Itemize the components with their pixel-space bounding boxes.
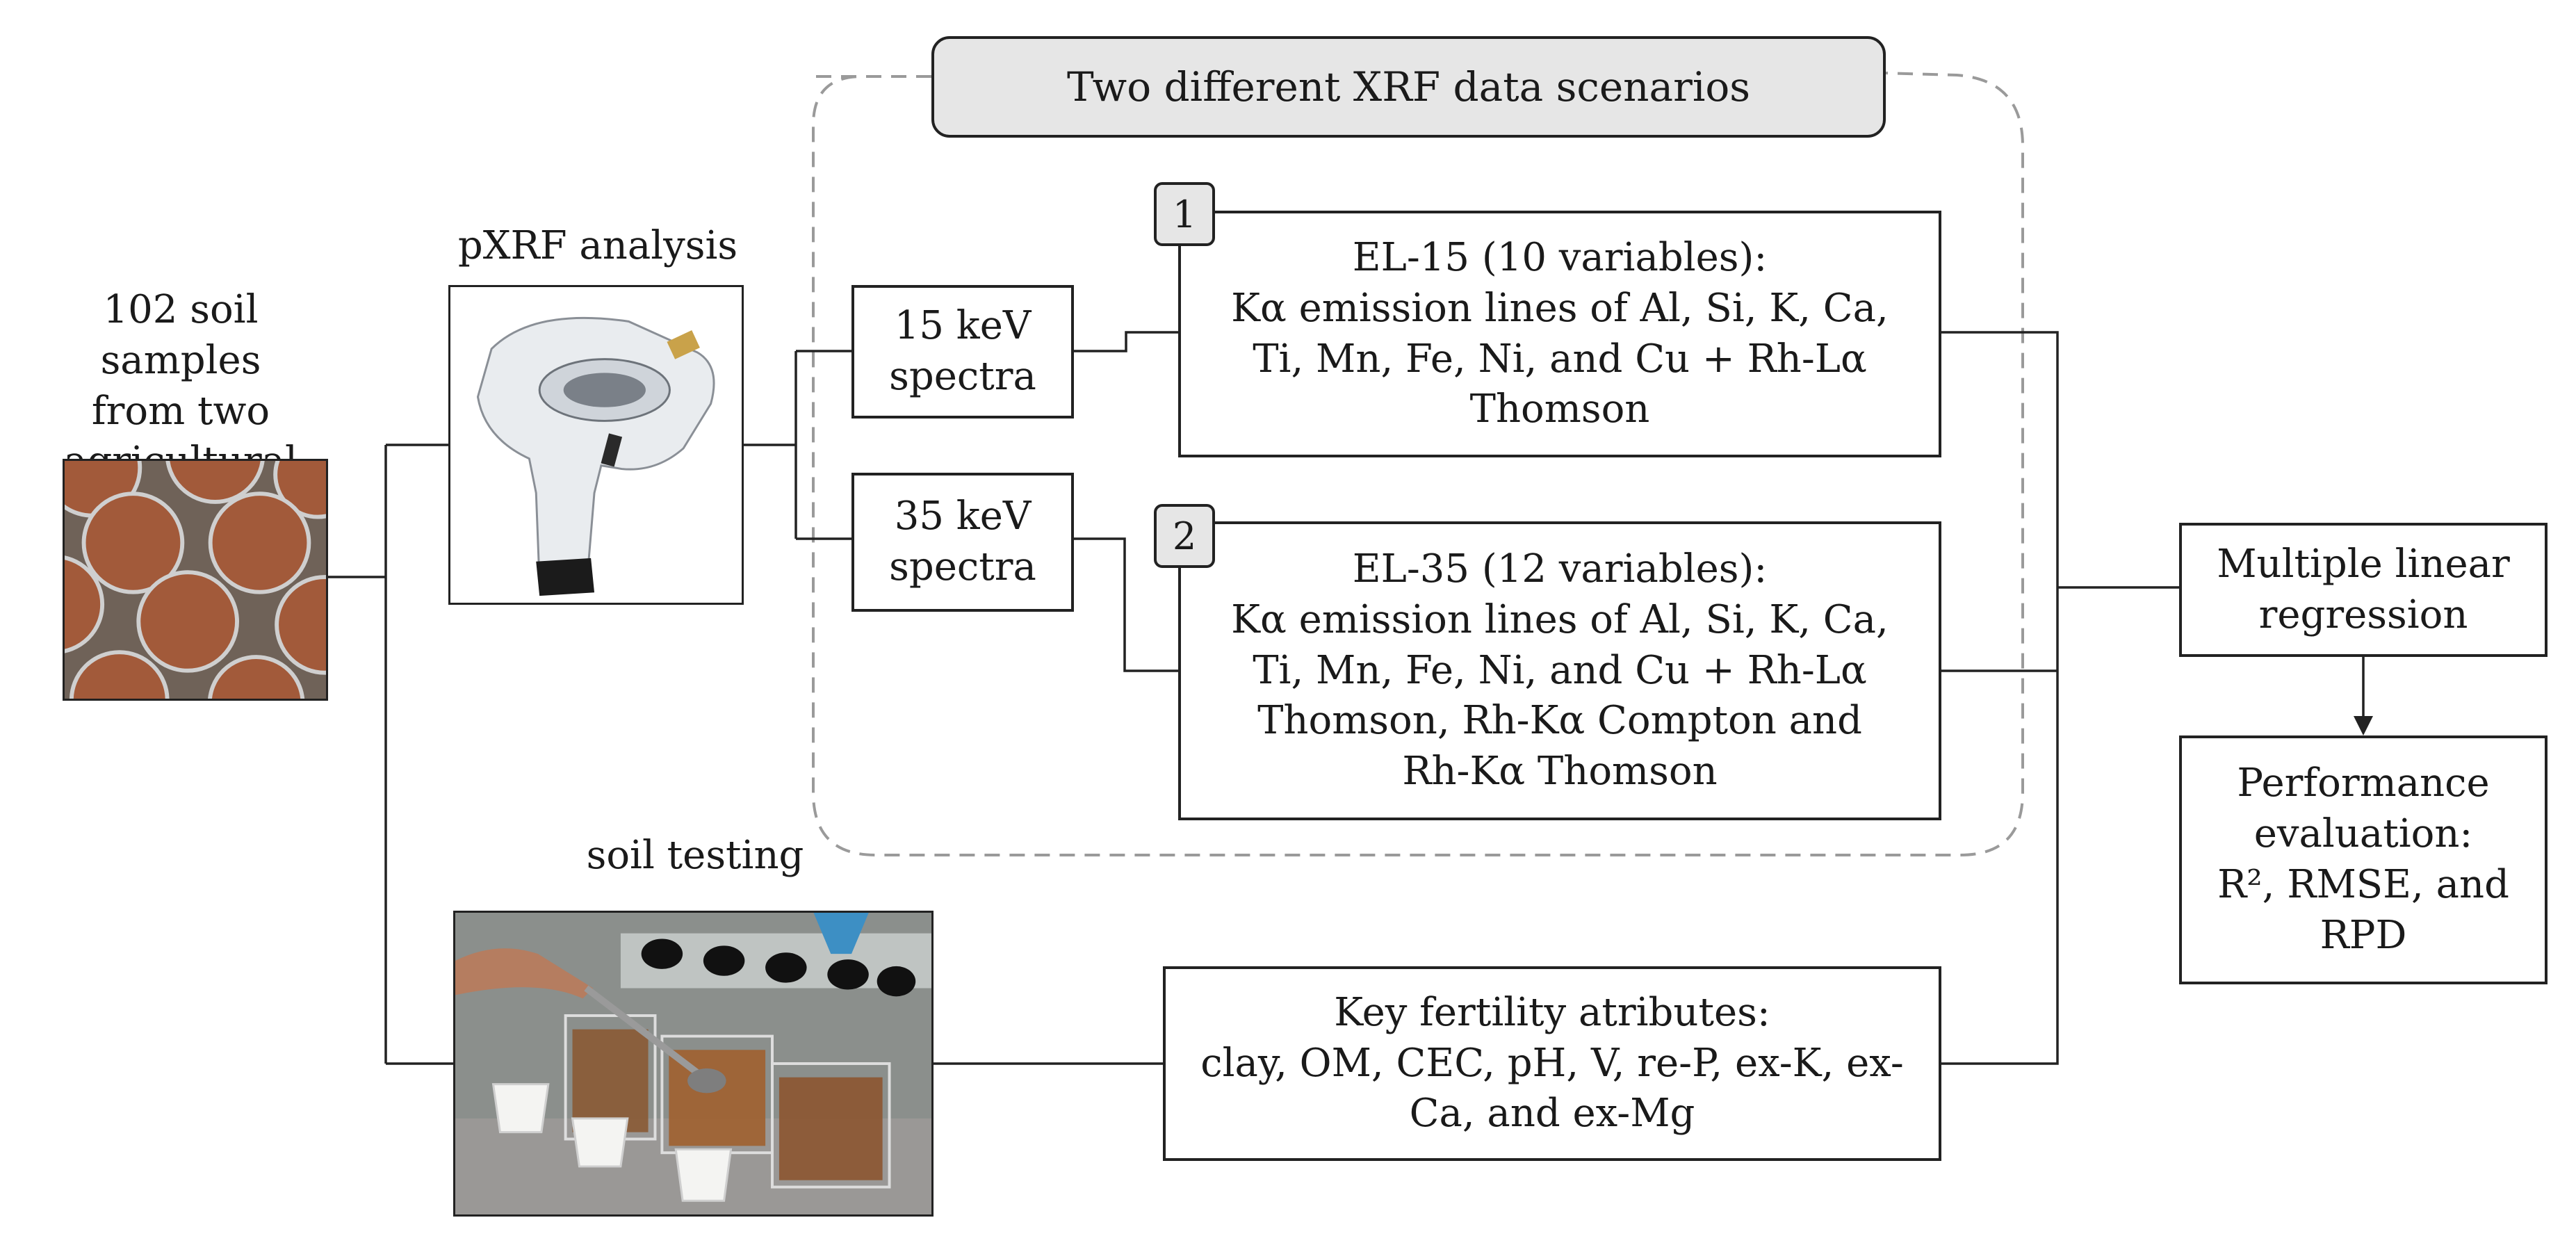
scenario-2-line-2: Kα emission lines of Al, Si, K, Ca, (1231, 596, 1889, 642)
scenario-group-dashed-border (812, 72, 2024, 856)
spectra-35kev-box: 35 keV spectra (851, 473, 1074, 612)
spectra-35kev-line-2: spectra (889, 544, 1036, 590)
scenario-1-box: EL-15 (10 variables): Kα emission lines … (1178, 211, 1941, 457)
fertility-line-1: Key fertility atributes: (1334, 989, 1770, 1035)
scenario-2-line-5: Rh-Kα Thomson (1402, 749, 1718, 795)
multiple-linear-regression-box: Multiple linear regression (2179, 523, 2548, 657)
pxrf-label-text: pXRF analysis (457, 223, 738, 268)
scenario-1-badge: 1 (1154, 182, 1215, 246)
samples-label-line-2: from two (91, 388, 270, 434)
scenario-group-title-text: Two different XRF data scenarios (1066, 63, 1751, 111)
scenario-1-line-3: Ti, Mn, Fe, Ni, and Cu + Rh-Lα (1253, 336, 1867, 382)
scenario-group-title: Two different XRF data scenarios (931, 36, 1886, 138)
performance-line-3: R², RMSE, and (2217, 862, 2509, 907)
pxrf-device-photo (448, 285, 744, 605)
fertility-line-3: Ca, and ex-Mg (1409, 1091, 1695, 1137)
spectra-15kev-box: 15 keV spectra (851, 285, 1074, 418)
mlr-line-2: regression (2258, 592, 2468, 637)
arrowhead (2354, 716, 2373, 735)
spectra-15kev-line-2: spectra (889, 354, 1036, 399)
scenario-1-badge-text: 1 (1172, 192, 1197, 236)
soil-testing-photo (453, 911, 934, 1217)
scenario-1-line-2: Kα emission lines of Al, Si, K, Ca, (1231, 285, 1889, 331)
soil-samples-photo (63, 459, 328, 701)
scenario-2-line-4: Thomson, Rh-Kα Compton and (1257, 698, 1862, 744)
scenario-1-line-4: Thomson (1469, 387, 1650, 432)
performance-line-1: Performance (2237, 761, 2490, 806)
performance-line-2: evaluation: (2253, 811, 2473, 857)
soil-testing-label-text: soil testing (586, 833, 804, 878)
mlr-line-1: Multiple linear (2217, 541, 2510, 587)
fertility-attributes-box: Key fertility atributes: clay, OM, CEC, … (1163, 966, 1941, 1161)
performance-line-4: RPD (2320, 912, 2407, 958)
samples-label-line-1: 102 soil samples (100, 287, 261, 383)
spectra-35kev-line-1: 35 keV (894, 494, 1032, 539)
scenario-2-line-1: EL-35 (12 variables): (1352, 546, 1768, 592)
spectra-15kev-line-1: 15 keV (894, 303, 1032, 349)
performance-evaluation-box: Performance evaluation: R², RMSE, and RP… (2179, 735, 2548, 984)
pxrf-label: pXRF analysis (417, 221, 778, 272)
fertility-line-2: clay, OM, CEC, pH, V, re-P, ex-K, ex- (1200, 1040, 1904, 1086)
scenario-2-badge: 2 (1154, 504, 1215, 568)
scenario-2-badge-text: 2 (1172, 514, 1197, 558)
scenario-2-line-3: Ti, Mn, Fe, Ni, and Cu + Rh-Lα (1253, 647, 1867, 693)
scenario-2-box: EL-35 (12 variables): Kα emission lines … (1178, 521, 1941, 820)
soil-testing-label: soil testing (459, 831, 931, 881)
scenario-1-line-1: EL-15 (10 variables): (1352, 234, 1768, 280)
